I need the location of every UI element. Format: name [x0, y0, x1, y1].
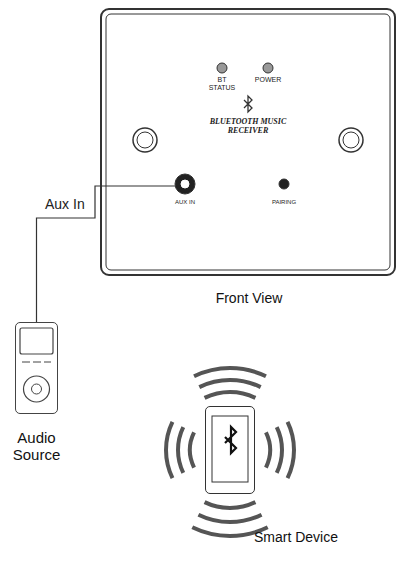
wireless-waves	[277, 427, 282, 473]
wireless-waves	[288, 422, 294, 478]
wireless-waves	[166, 368, 294, 536]
phone-detail	[212, 416, 248, 482]
faceplate-detail	[217, 63, 227, 73]
wireless-waves	[194, 368, 266, 376]
wireless-waves	[166, 422, 172, 478]
node-caption: Smart Device	[254, 529, 338, 545]
wireless-waves	[198, 515, 261, 522]
aux-wire	[102, 185, 175, 186]
wireless-waves	[199, 380, 260, 387]
faceplate-detail	[244, 96, 252, 112]
node-caption: Front View	[216, 290, 283, 306]
audio-player-detail	[20, 328, 53, 402]
port-label: AUX IN	[166, 199, 204, 206]
faceplate-detail	[106, 14, 390, 270]
audio-player: Audio Source	[15, 322, 58, 414]
faceplate-detail	[279, 179, 289, 189]
audio-player-detail	[24, 376, 50, 402]
product-name: BLUETOOTH MUSIC RECEIVER	[203, 118, 293, 136]
aux-cable	[37, 186, 101, 322]
faceplate-detail	[175, 174, 195, 194]
wireless-waves	[266, 432, 270, 467]
led-label: BT STATUS	[205, 76, 239, 91]
wireless-waves	[178, 427, 183, 473]
phone-detail	[225, 427, 236, 453]
phone-detail	[212, 416, 248, 482]
faceplate-detail	[263, 63, 273, 73]
faceplate-detail	[339, 128, 363, 152]
faceplate-detail	[133, 128, 157, 152]
faceplate: Front View	[100, 8, 396, 276]
wireless-waves	[190, 432, 194, 467]
audio-player-detail	[32, 384, 42, 394]
audio-player-detail	[20, 328, 53, 354]
aux-wire	[102, 185, 175, 186]
audio-player-detail	[22, 362, 30, 363]
faceplate-detail	[106, 14, 390, 270]
connector-label: Aux In	[44, 197, 86, 212]
wireless-waves	[205, 392, 256, 398]
faceplate-detail	[343, 132, 359, 148]
faceplate-detail	[181, 180, 189, 188]
smart-phone: Smart Device	[205, 406, 255, 494]
node-caption: Audio Source	[0, 429, 76, 464]
button-label: PAIRING	[262, 199, 306, 206]
led-label: POWER	[252, 76, 284, 84]
faceplate-detail	[137, 132, 153, 148]
audio-player-detail	[44, 362, 51, 363]
wireless-waves	[205, 502, 256, 508]
audio-player-detail	[33, 362, 41, 363]
